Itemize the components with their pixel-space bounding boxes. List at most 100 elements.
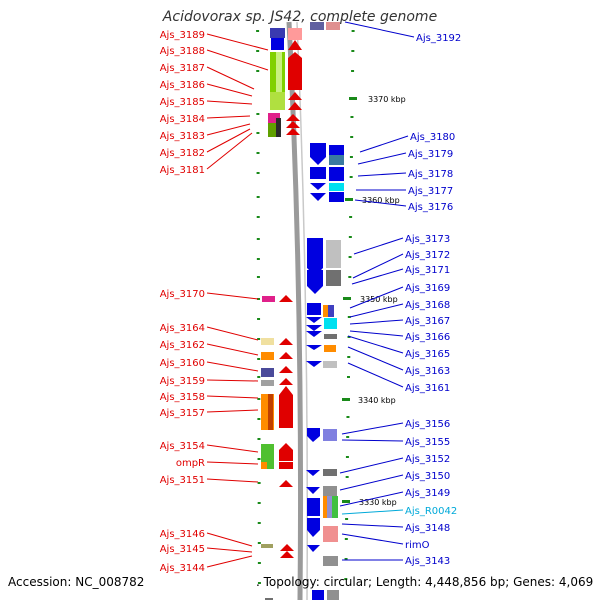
- tick-mark: [351, 70, 355, 72]
- leader-line: [206, 547, 253, 553]
- tick-mark: [257, 562, 261, 564]
- gene-label-right: Ajs_3180: [410, 132, 455, 143]
- tick-mark: [257, 582, 261, 584]
- gene-label-right: Ajs_3173: [405, 234, 450, 245]
- leader-line: [206, 555, 253, 568]
- leader-line: [206, 132, 253, 170]
- tick-mark: [256, 172, 260, 174]
- leader-line: [206, 326, 259, 341]
- gene-label-left: Ajs_3159: [160, 376, 205, 387]
- tick-mark: [257, 358, 261, 360]
- leader-line: [351, 268, 404, 285]
- tick-mark: [257, 502, 261, 504]
- tick-mark: [257, 542, 261, 544]
- gene-label-right: Ajs_3171: [405, 265, 450, 276]
- tick-mark: [348, 276, 352, 278]
- tick-mark: [256, 238, 260, 240]
- gene-label-right: Ajs_3143: [405, 556, 450, 567]
- leader-line: [206, 83, 253, 97]
- tick-mark: [256, 298, 260, 300]
- genome-title: Acidovorax sp. JS42, complete genome: [162, 9, 438, 25]
- leader-line: [206, 100, 253, 105]
- leader-line: [339, 474, 404, 491]
- leader-line: [206, 343, 259, 356]
- backbone: [286, 21, 309, 600]
- tick-mark: [345, 456, 349, 458]
- tick-mark: [256, 30, 260, 32]
- tick-mark: [350, 136, 354, 138]
- leader-line: [206, 361, 259, 372]
- gene-label-left: Ajs_3186: [160, 80, 205, 91]
- gene-label-left: Ajs_3157: [160, 408, 205, 419]
- gene-label-right: Ajs_3176: [408, 202, 453, 213]
- gene-label-left: Ajs_3185: [160, 97, 205, 108]
- tick-mark: [257, 522, 261, 524]
- leader-line: [206, 379, 259, 382]
- gene-label-right: Ajs_3165: [405, 349, 450, 360]
- gene-label-left: Ajs_3184: [160, 114, 205, 125]
- tick-mark: [257, 482, 261, 484]
- leader-line: [349, 286, 404, 309]
- tick-mark: [351, 30, 355, 32]
- gene-label-right: Ajs_3155: [405, 437, 450, 448]
- tick-mark: [256, 132, 260, 134]
- gene-label-right: Ajs_3192: [416, 33, 461, 44]
- gene-label-left: Ajs_3189: [160, 30, 205, 41]
- leader-line: [206, 66, 255, 90]
- gene-label-right: Ajs_3169: [405, 283, 450, 294]
- gene-label-right: Ajs_3172: [405, 250, 450, 261]
- gene-label-right: Ajs_3161: [405, 383, 450, 394]
- leader-line: [347, 346, 404, 371]
- leader-line: [347, 335, 404, 354]
- tick-mark: [257, 318, 261, 320]
- accession-text: Accession: NC_008782: [8, 575, 145, 589]
- leader-line: [353, 237, 404, 255]
- kbp-marker: 3330 kbp: [359, 498, 397, 507]
- gene-label-right: Ajs_3167: [405, 316, 450, 327]
- gene-label-right: Ajs_3148: [405, 523, 450, 534]
- leader-line: [206, 461, 259, 465]
- tick-mark: [346, 416, 350, 418]
- gene-label-left: Ajs_3151: [160, 475, 205, 486]
- tick-mark: [346, 376, 350, 378]
- gene-label-right: Ajs_3150: [405, 471, 450, 482]
- gene-label-left: Ajs_3182: [160, 148, 205, 159]
- gene-label-left: Ajs_3188: [160, 46, 205, 57]
- leader-line: [206, 123, 251, 136]
- tick-mark: [344, 558, 348, 560]
- leader-line: [359, 135, 409, 153]
- gene-label-left: Ajs_3187: [160, 63, 205, 74]
- tick-mark: [345, 476, 349, 478]
- tick-mark: [256, 196, 260, 198]
- gene-label-left: Ajs_3154: [160, 441, 205, 452]
- leader-line: [341, 533, 404, 545]
- gene-label-right: Ajs_3149: [405, 488, 450, 499]
- gene-label-left: Ajs_3183: [160, 131, 205, 142]
- leader-line: [206, 33, 269, 51]
- tick-mark: [351, 50, 355, 52]
- gene-label-left: Ajs_3170: [160, 289, 205, 300]
- leader-line: [357, 152, 407, 165]
- topology-text: . Topology: circular; Length: 4,448,856 …: [256, 575, 594, 589]
- kbp-marker: 3360 kbp: [362, 196, 400, 205]
- tick-mark: [256, 113, 260, 115]
- gene-label-left: ompR: [176, 458, 205, 469]
- gene-label-left: Ajs_3158: [160, 392, 205, 403]
- tick-mark: [349, 156, 353, 158]
- gene-label-right: Ajs_3152: [405, 454, 450, 465]
- leader-line: [206, 478, 259, 483]
- gene-label-right: Ajs_R0042: [405, 506, 457, 517]
- gene-label-right: Ajs_3163: [405, 366, 450, 377]
- tick-mark: [347, 356, 351, 358]
- gene-label-right: rimO: [405, 540, 430, 551]
- tick-mark: [348, 256, 352, 258]
- gene-label-left: Ajs_3146: [160, 529, 205, 540]
- leader-line: [341, 422, 404, 435]
- leader-lines: [206, 21, 415, 568]
- leader-line: [339, 457, 404, 474]
- tick-mark: [257, 376, 261, 378]
- tick-mark: [348, 236, 352, 238]
- left-genes: [261, 28, 302, 600]
- tick-marks: [256, 30, 355, 584]
